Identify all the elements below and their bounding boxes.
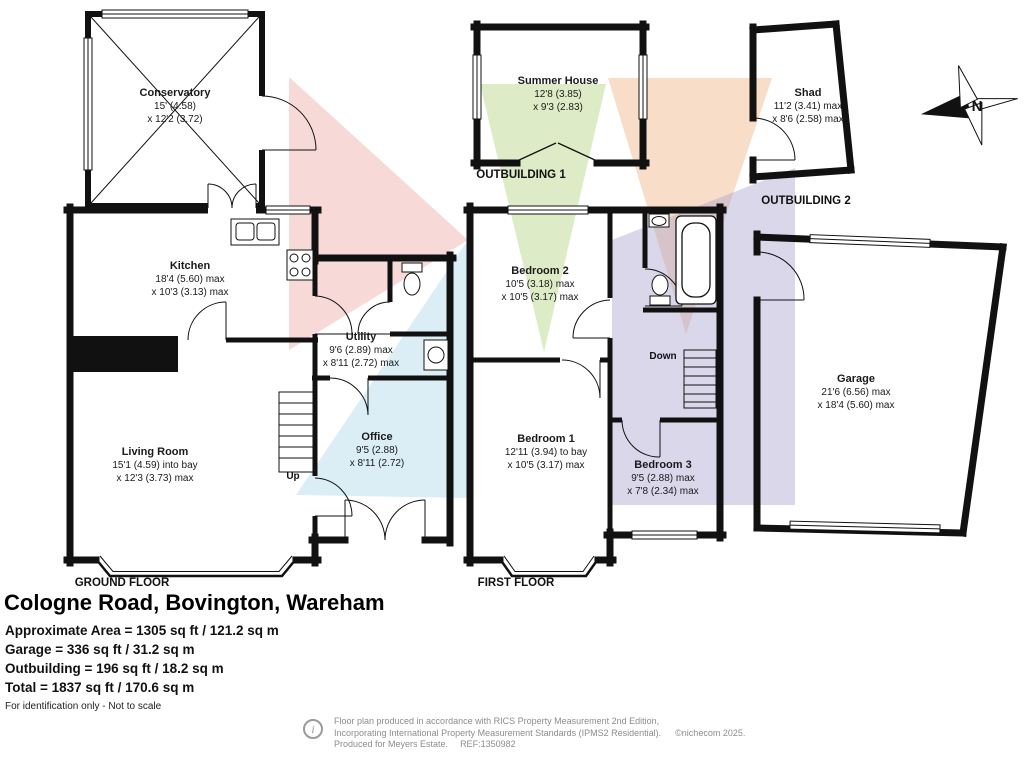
ground-exterior-walls bbox=[63, 203, 457, 567]
chimney-breast bbox=[70, 336, 178, 372]
ground-bay-window bbox=[95, 555, 297, 578]
conservatory-windows bbox=[83, 9, 249, 171]
stairs-down-label: Down bbox=[649, 351, 677, 362]
wash-lavender bbox=[612, 168, 795, 505]
room-label-bedroom1: Bedroom 1 12'11 (3.94) to bay x 10'5 (3.… bbox=[504, 433, 588, 472]
stairs-down-icon bbox=[683, 349, 717, 409]
room-label-living-room: Living Room 15'1 (4.59) into bay x 12'3 … bbox=[112, 446, 198, 485]
office-doors bbox=[344, 499, 426, 541]
room-label-utility: Utility 9'6 (2.89) max x 8'11 (2.72) max bbox=[322, 331, 400, 370]
conservatory-door-gap bbox=[257, 96, 267, 150]
room-label-office: Office 9'5 (2.88) x 8'11 (2.72) bbox=[349, 431, 405, 470]
room-label-shed: Shad 11'2 (3.41) max x 8'6 (2.58) max bbox=[772, 87, 844, 126]
first-bay-window bbox=[498, 555, 600, 578]
ground-interior-walls bbox=[226, 261, 450, 540]
area-garage: Garage = 336 sq ft / 31.2 sq m bbox=[5, 642, 195, 657]
ground-floor-label: GROUND FLOOR bbox=[74, 577, 170, 589]
room-label-summer-house: Summer House 12'8 (3.85) x 9'3 (2.83) bbox=[517, 75, 599, 114]
first-doors bbox=[561, 268, 683, 458]
room-label-kitchen: Kitchen 18'4 (5.60) max x 10'3 (3.13) ma… bbox=[151, 260, 229, 299]
bedroom3-window bbox=[631, 530, 698, 540]
first-interior-walls bbox=[470, 210, 723, 535]
disclaimer: For identification only - Not to scale bbox=[5, 701, 162, 712]
first-floor-label: FIRST FLOOR bbox=[477, 577, 555, 589]
kitchen-sink-icon bbox=[230, 218, 280, 246]
wc-toilet-icon bbox=[401, 262, 423, 296]
wash-green bbox=[480, 84, 606, 352]
stairs-up-icon bbox=[278, 391, 314, 473]
info-icon: i bbox=[303, 719, 323, 739]
area-approximate: Approximate Area = 1305 sq ft / 121.2 sq… bbox=[5, 623, 279, 638]
wash-blue bbox=[296, 240, 468, 498]
stairs-up-label: Up bbox=[286, 471, 300, 482]
garage-top-window bbox=[809, 234, 931, 248]
shed-door bbox=[752, 117, 796, 161]
hob-icon bbox=[286, 249, 314, 281]
north-compass-icon bbox=[920, 65, 1018, 146]
area-outbuilding: Outbuilding = 196 sq ft / 18.2 sq m bbox=[5, 661, 224, 676]
wash-pink bbox=[289, 77, 468, 350]
kitchen-conservatory-doors bbox=[207, 183, 257, 209]
wash-orange bbox=[608, 78, 772, 334]
compass-n-label: N bbox=[972, 98, 983, 115]
garage-bottom-window bbox=[789, 520, 941, 534]
room-label-conservatory: Conservatory 15' (4.58) x 12'2 (3.72) bbox=[139, 87, 211, 126]
footer-line2: Incorporating International Property Mea… bbox=[334, 727, 662, 738]
room-label-bedroom3: Bedroom 3 9'5 (2.88) max x 7'8 (2.34) ma… bbox=[627, 459, 699, 498]
footer-line1: Floor plan produced in accordance with R… bbox=[334, 716, 660, 726]
conservatory-exterior-door bbox=[261, 95, 317, 151]
footer-copyright: ©nichecom 2025. bbox=[675, 727, 746, 738]
footer-text: Floor plan produced in accordance with R… bbox=[334, 716, 745, 751]
first-exterior-walls bbox=[463, 202, 727, 567]
utility-sink-icon bbox=[423, 339, 449, 371]
area-total: Total = 1837 sq ft / 170.6 sq m bbox=[5, 680, 195, 695]
room-label-garage: Garage 21'6 (6.56) max x 18'4 (5.60) max bbox=[817, 373, 895, 412]
page-title: Cologne Road, Bovington, Wareham bbox=[4, 590, 385, 615]
summer-house-doors bbox=[516, 142, 598, 162]
ground-doors bbox=[187, 295, 391, 517]
footer-produced: Produced for Meyers Estate. bbox=[334, 739, 449, 750]
outbuilding1-label: OUTBUILDING 1 bbox=[476, 169, 566, 181]
shed-walls bbox=[749, 20, 855, 184]
garage-door bbox=[756, 251, 805, 301]
kitchen-window bbox=[265, 205, 311, 215]
bathtub-icon bbox=[675, 215, 717, 305]
room-label-bedroom2: Bedroom 2 10'5 (3.18) max x 10'5 (3.17) … bbox=[501, 265, 579, 304]
first-top-window bbox=[507, 205, 589, 215]
summer-house-windows bbox=[472, 54, 648, 120]
bathroom-basin-icon bbox=[648, 213, 670, 228]
outbuilding2-label: OUTBUILDING 2 bbox=[761, 195, 851, 207]
bathroom-toilet-icon bbox=[649, 274, 671, 306]
footer: i Floor plan produced in accordance with… bbox=[303, 716, 745, 751]
footer-ref: REF:1350982 bbox=[460, 739, 516, 750]
